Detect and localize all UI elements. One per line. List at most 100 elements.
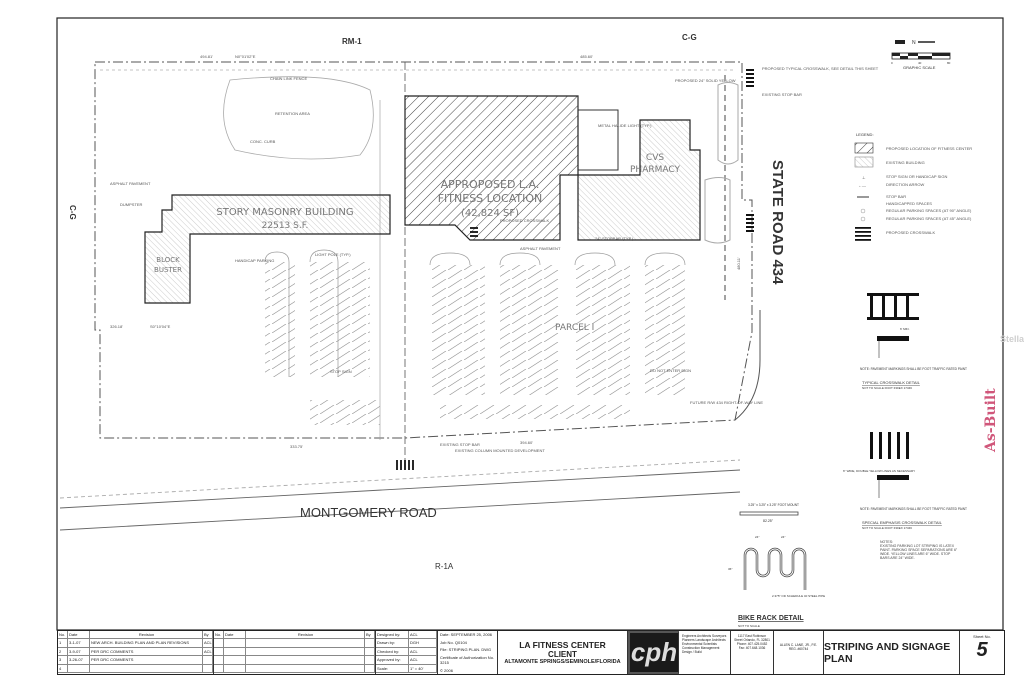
bike-rack-detail: 3.25" x 3.25" x 3.25" FOOT MOUNT 82.25" … bbox=[728, 503, 825, 628]
bearing-west: S0°10'04"E bbox=[150, 324, 171, 329]
note-typical-crosswalk: PROPOSED TYPICAL CROSSWALK, SEE DETAIL T… bbox=[762, 66, 879, 71]
note-fence: CHAIN LINK FENCE bbox=[270, 76, 307, 81]
crosswalk-south bbox=[396, 227, 478, 470]
note-solid-yellow: PROPOSED 24" SOLID YELLOW bbox=[675, 78, 736, 83]
svg-text:3.25" x 3.25" x 3.25" FOOT MOU: 3.25" x 3.25" x 3.25" FOOT MOUNT bbox=[748, 503, 799, 507]
firm-services: Engineers Architects Surveyors Planners … bbox=[679, 631, 731, 674]
note-dumpster: DUMPSTER bbox=[120, 202, 143, 207]
svg-text:⊥: ⊥ bbox=[862, 175, 866, 180]
note-stop-sign: STOP SIGN bbox=[330, 369, 352, 374]
svg-text:NOTE: PAVEMENT MARKINGS SHALL: NOTE: PAVEMENT MARKINGS SHALL BE FOOT TR… bbox=[860, 367, 967, 371]
north-label: N bbox=[912, 40, 916, 46]
svg-text:82.25": 82.25" bbox=[763, 519, 774, 523]
parking-lot-west bbox=[264, 249, 380, 425]
retention-area bbox=[223, 76, 374, 160]
zoning-north: RM-1 bbox=[342, 37, 362, 46]
svg-text:NOT TO SCALE FDOT IND: NOT TO SCALE FDOT INDEX 17346 bbox=[862, 386, 912, 390]
note-curb: CONC. CURB bbox=[250, 139, 276, 144]
svg-text:NOT TO SCALE: NOT TO SCALE bbox=[738, 624, 760, 628]
svg-text:REGULAR PARKING SPACES (AT 90°: REGULAR PARKING SPACES (AT 90° ANGLE) bbox=[886, 208, 972, 213]
masonry-building bbox=[144, 194, 391, 304]
legend-title: LEGEND: bbox=[856, 132, 874, 137]
special-crosswalk-title: SPECIAL EMPHASIS CROSSWALK DETAIL bbox=[862, 520, 943, 525]
note-proposed-crosswalk: PROPOSED CROSSWALK bbox=[500, 218, 550, 223]
dim-south-2: 333.75' bbox=[290, 444, 303, 449]
special-crosswalk-detail: 6" WIDE, DOUBLE YELLOW LINES AS NECESSAR… bbox=[843, 432, 967, 530]
engineer-seal: ALLEN C. LANE, JR., P.E. REG. #60744 bbox=[774, 631, 824, 674]
proposed-building-line2: FITNESS LOCATION bbox=[438, 192, 543, 205]
typical-crosswalk-title: TYPICAL CROSSWALK DETAIL bbox=[862, 380, 921, 385]
note-light-pole: LIGHT POLE (TYP.) bbox=[315, 252, 351, 257]
graphic-scale: N 0 40 80 GRAPHIC SCALE bbox=[891, 40, 951, 70]
masonry-area: 22513 S.F. bbox=[262, 221, 309, 231]
as-built-stamp: As-Built bbox=[983, 388, 999, 453]
proposed-building-line1: APPROPOSED L.A. bbox=[441, 178, 540, 191]
signoff-table: Designed by:ACL Drawn by:DGH Checked by:… bbox=[376, 631, 438, 674]
note-column-mounted: EXISTING COLUMN MOUNTED DEVELOPMENT bbox=[455, 448, 545, 453]
svg-text:PROPOSED CROSSWALK: PROPOSED CROSSWALK bbox=[886, 230, 936, 235]
firm-address: 1117 East Robinson Street Orlando, FL 32… bbox=[731, 631, 774, 674]
svg-text:40: 40 bbox=[918, 61, 922, 65]
dim-east: 480.11' bbox=[736, 257, 741, 270]
watermark: StellarMLS bbox=[1000, 334, 1024, 344]
svg-text:6" WIDE, DOUBLE YELLOW LINES A: 6" WIDE, DOUBLE YELLOW LINES AS NECESSAR… bbox=[843, 469, 915, 473]
montgomery-road bbox=[59, 459, 741, 531]
svg-text:STOP SIGN OR HANDICAP SIGN: STOP SIGN OR HANDICAP SIGN bbox=[886, 174, 947, 179]
notes-block: NOTES: EXISTING PARKING LOT STRIPING IS … bbox=[880, 540, 957, 560]
svg-text:NOT TO SCALE FDOT IND: NOT TO SCALE FDOT INDEX 17346 bbox=[862, 526, 912, 530]
dim-north-2: 485.60' bbox=[580, 54, 593, 59]
sheet-number: 5 bbox=[976, 639, 988, 661]
note-do-not-enter: DO NOT ENTER SIGN bbox=[650, 368, 691, 373]
zoning-northeast: C-G bbox=[682, 33, 697, 42]
masonry-label: STORY MASONRY BUILDING bbox=[216, 207, 353, 218]
svg-text:36": 36" bbox=[728, 567, 732, 571]
cvs-label-line1: CVS bbox=[646, 153, 664, 163]
montgomery-road-label: MONTGOMERY ROAD bbox=[300, 505, 437, 520]
project-name: LA FITNESS CENTER bbox=[519, 640, 606, 650]
svg-text:0: 0 bbox=[891, 61, 893, 65]
typical-crosswalk-detail: 6' MIN. NOTE: PAVEMENT MARKINGS SHALL BE… bbox=[860, 293, 967, 390]
svg-text:NOTE: PAVEMENT MARKINGS SHALL: NOTE: PAVEMENT MARKINGS SHALL BE FOOT TR… bbox=[860, 507, 967, 511]
cvs-label-line2: PHARMACY bbox=[630, 165, 680, 175]
note-asphalt: ASPHALT PAVEMENT bbox=[110, 181, 151, 186]
svg-text:HANDICAPPED SPACES: HANDICAPPED SPACES bbox=[886, 201, 932, 206]
state-road-label: STATE ROAD 434 bbox=[769, 160, 786, 285]
graphic-scale-label: GRAPHIC SCALE bbox=[903, 65, 936, 70]
svg-text:PROPOSED LOCATION OF FITNESS C: PROPOSED LOCATION OF FITNESS CENTER bbox=[886, 146, 972, 151]
svg-text:REGULAR PARKING SPACES (AT 45°: REGULAR PARKING SPACES (AT 45° ANGLE) bbox=[886, 216, 972, 221]
svg-text:24": 24" bbox=[781, 535, 785, 539]
note-handicap: HANDICAP PARKING bbox=[235, 258, 274, 263]
svg-text:2.375" OD SCHEDULE 40 STEEL PI: 2.375" OD SCHEDULE 40 STEEL PIPE bbox=[772, 594, 825, 598]
dim-north-1: 494.81' bbox=[200, 54, 213, 59]
note-metal-halide: METAL HALIDE LIGHT (TYP.) bbox=[598, 123, 652, 128]
svg-text:←—: ←— bbox=[858, 183, 866, 188]
parking-lot-east bbox=[429, 252, 686, 419]
note-future-rw: FUTURE R/W 434 RIGHT-OF-WAY LINE bbox=[690, 400, 763, 405]
dim-west: 326.18' bbox=[110, 324, 123, 329]
zoning-west: C-G bbox=[68, 205, 77, 220]
proposed-fitness-building bbox=[404, 95, 579, 241]
note-existing-stop-bar-east: EXISTING STOP BAR bbox=[762, 92, 802, 97]
zoning-south: R-1A bbox=[435, 562, 454, 571]
svg-text:EXISTING BUILDING: EXISTING BUILDING bbox=[886, 160, 925, 165]
sheet-title: STRIPING AND SIGNAGE PLAN bbox=[824, 631, 960, 674]
sheet-number-box: Sheet No. 5 bbox=[973, 634, 991, 661]
bearing-north: N0°01'02"E bbox=[235, 54, 256, 59]
note-existing-stop-bar: EXISTING STOP BAR bbox=[440, 442, 480, 447]
note-asphalt-2: ASPHALT PAVEMENT bbox=[520, 246, 561, 251]
project-client: CLIENT bbox=[548, 650, 577, 659]
retention-label: RETENTION AREA bbox=[275, 111, 310, 116]
proposed-building-area: (42,824 SF) bbox=[461, 208, 519, 219]
legend: LEGEND: PROPOSED LOCATION OF FITNESS CEN… bbox=[854, 132, 972, 241]
project-info: LA FITNESS CENTER CLIENT ALTAMONTE SPRIN… bbox=[498, 631, 628, 674]
cph-logo: cph bbox=[628, 631, 679, 674]
svg-text:STOP BAR: STOP BAR bbox=[886, 194, 906, 199]
parcel-label: PARCEL I bbox=[555, 323, 594, 333]
note-stopbar: 24" STOPBAR (TYP.) bbox=[595, 236, 634, 241]
crosswalk-east bbox=[746, 69, 754, 232]
